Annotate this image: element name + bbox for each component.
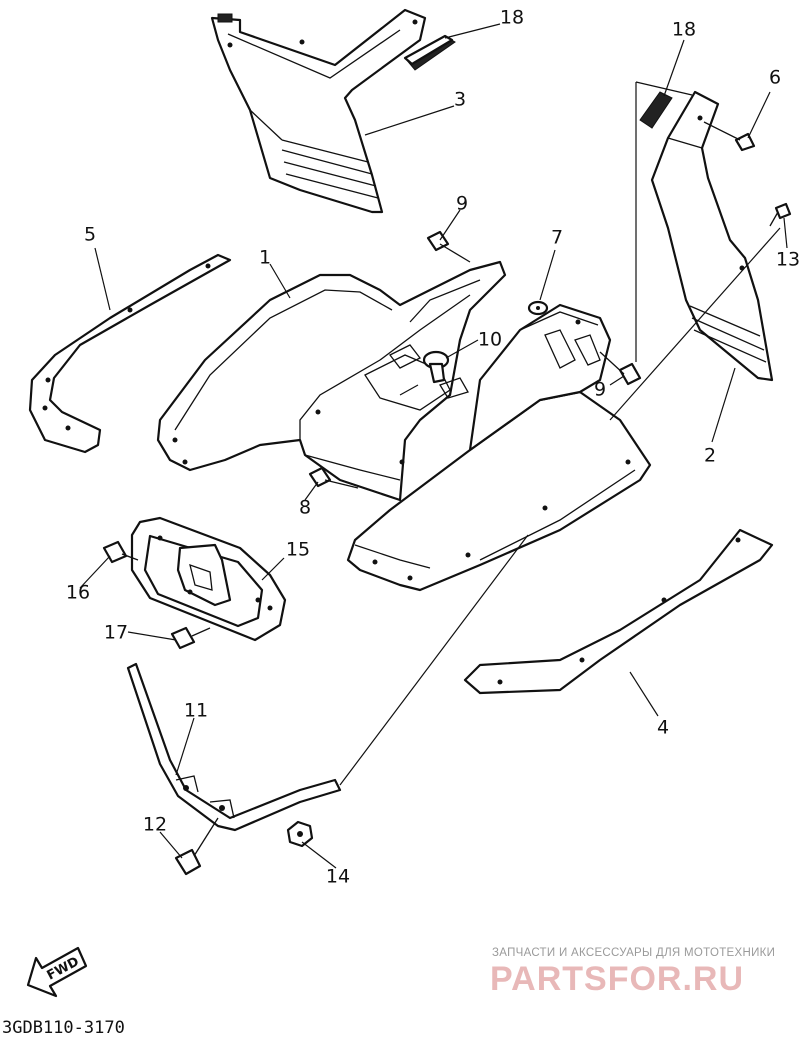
part-6-screw [703,121,756,152]
watermark-tagline: ЗАПЧАСТИ И АКСЕССУАРЫ ДЛЯ МОТОТЕХНИКИ [492,947,775,959]
part-13-screw [769,202,792,227]
part-10-grommet [422,350,450,384]
callout-4: 4 [657,717,669,739]
part-8-screw [308,466,359,489]
part-18-pad-right [639,91,673,129]
callout-6: 6 [769,67,781,89]
callout-9a: 9 [456,193,468,215]
callout-10: 10 [478,329,502,351]
callout-3: 3 [454,89,466,111]
part-12-bolt [174,817,219,876]
part-9-screw-right [599,351,642,386]
callout-11: 11 [184,700,208,722]
callout-12: 12 [143,814,167,836]
callout-5: 5 [84,224,96,246]
callout-13: 13 [776,249,800,271]
callout-9b: 9 [594,379,606,401]
callouts: 1 2 3 4 5 6 7 8 9 9 10 11 12 13 14 15 16… [66,7,800,888]
part-9-screw-upper [426,230,471,263]
part-2-right-side-cover [650,90,774,382]
watermark-brand: PARTSFOR.RU [490,960,744,998]
callout-18a: 18 [500,7,524,29]
part-7-washer [527,300,549,316]
callout-17: 17 [104,622,128,644]
part-5-left-trim [28,253,232,454]
leader-lines [79,23,788,869]
part-4-right-trim [463,528,774,695]
part-1-rear-fender [156,260,507,502]
part-15-bracket [130,516,287,642]
part-18-pad-upper [403,34,456,71]
callout-1: 1 [259,247,271,269]
callout-14: 14 [326,866,350,888]
fwd-arrow: FWD [26,946,88,998]
callout-15: 15 [286,539,310,561]
part-14-nut [286,820,314,848]
callout-2: 2 [704,445,716,467]
part-17-bolt [170,626,211,650]
callout-18b: 18 [672,19,696,41]
callout-8: 8 [299,497,311,519]
part-3-left-side-cover [210,8,427,214]
watermark: ЗАПЧАСТИ И АКСЕССУАРЫ ДЛЯ МОТОТЕХНИКИ PA… [490,947,775,998]
front-fender [346,303,652,592]
diagram-code: 3GDB110-3170 [2,1018,125,1038]
callout-7: 7 [551,227,563,249]
part-11-stay [126,662,342,832]
callout-16: 16 [66,582,90,604]
